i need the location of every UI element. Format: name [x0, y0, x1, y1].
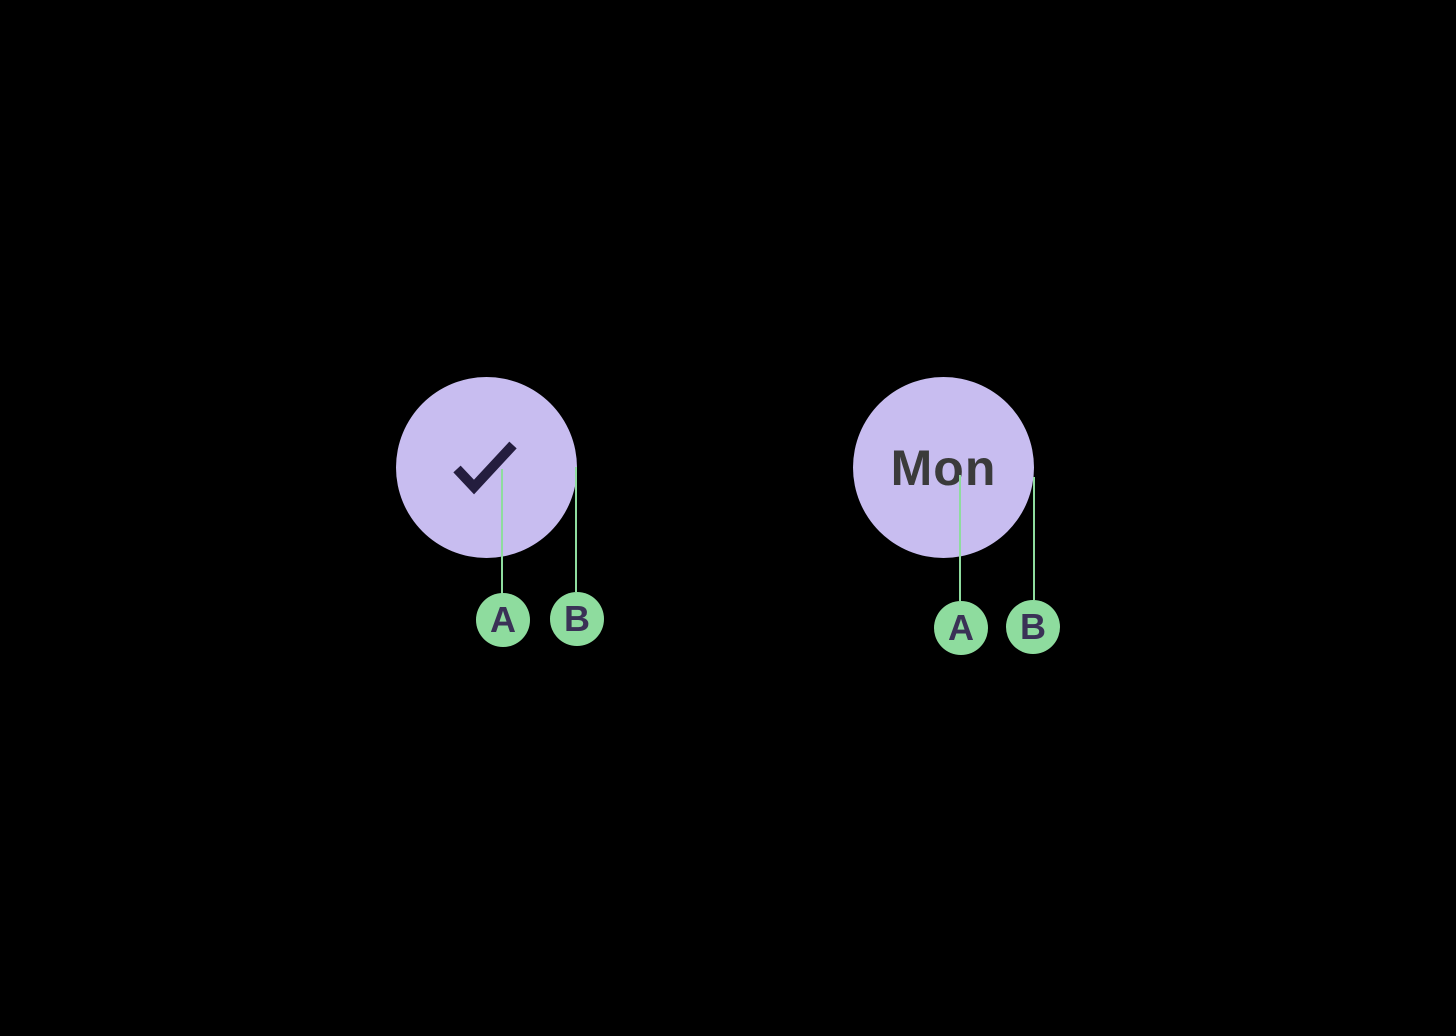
day-toggle-labeled[interactable]: Mon — [853, 377, 1034, 558]
annotation-marker-a: A — [476, 593, 530, 647]
checkmark-icon — [453, 441, 517, 495]
annotation-marker-b-label: B — [1020, 606, 1046, 647]
annotation-marker-a-label: A — [490, 599, 516, 640]
annotation-marker-a: A — [934, 601, 988, 655]
annotation-leader-line-a — [959, 475, 961, 601]
annotation-leader-line-b — [1033, 477, 1035, 600]
annotation-leader-line-a — [501, 469, 503, 594]
annotation-marker-b: B — [550, 592, 604, 646]
annotation-marker-b: B — [1006, 600, 1060, 654]
annotation-leader-line-b — [575, 467, 577, 592]
annotation-marker-b-label: B — [564, 598, 590, 639]
day-toggle-checked[interactable] — [396, 377, 577, 558]
annotation-marker-a-label: A — [948, 607, 974, 648]
day-label: Mon — [890, 439, 997, 496]
